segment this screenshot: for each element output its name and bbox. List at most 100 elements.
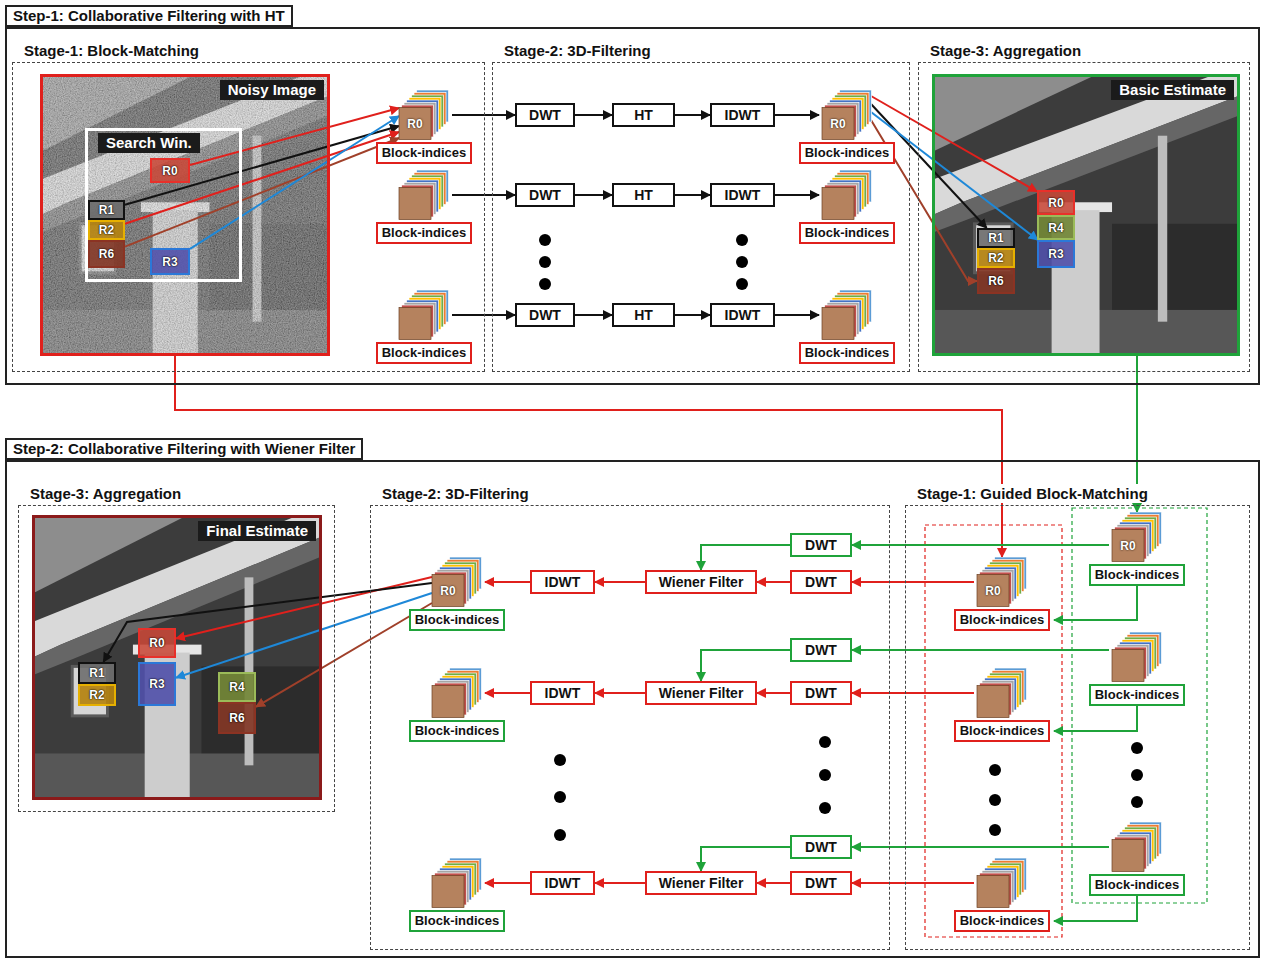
ellipsis-dot [736,234,748,246]
connector-arrow [485,581,530,583]
connector-arrow [701,847,790,871]
image-panel: Final EstimateR0R1R3R4R2R6 [32,515,322,800]
connector-arrow [852,882,974,884]
stack-icon [429,557,485,607]
block-indices-label: Block-indices [376,142,473,164]
process-label: HT [634,307,653,323]
process-box: IDWT [530,871,595,895]
ellipsis-dot [539,256,551,268]
ellipsis-dot [539,278,551,290]
process-box: Wiener Filter [645,570,757,594]
block-indices-label: Block-indices [799,342,896,364]
ellipsis-dot [554,754,566,766]
stack-layer [977,686,1009,718]
block-region: R0 [1037,190,1075,215]
block-tag: R0 [399,108,431,140]
ellipsis-dot [989,764,1001,776]
connector-arrow [871,112,1038,240]
block-stack-figure: R0 [1109,512,1165,562]
block-stack-figure [396,170,452,220]
process-label: Wiener Filter [659,574,744,590]
block-tag: R0 [432,575,464,607]
region-label: R6 [99,247,114,261]
stage-box: Stage-1: Guided Block-MatchingR0Block-in… [905,505,1250,950]
connector-arrow [757,882,790,884]
region-label: R3 [1048,247,1063,261]
image-panel: Basic EstimateR0R4R1R3R2R6 [932,74,1240,356]
connector-arrow [757,581,790,583]
stage-box: Stage-3: AggregationBasic EstimateR0R4R1… [918,62,1250,372]
connector-arrow [871,96,1037,192]
block-indices-label: Block-indices [954,910,1051,932]
connector-arrow [871,104,987,228]
connector-arrow [701,650,790,681]
process-label: HT [634,187,653,203]
block-stack: R0Block-indices [795,90,899,164]
block-indices-label: Block-indices [409,609,506,631]
process-box: Wiener Filter [645,871,757,895]
block-stack-figure [974,668,1030,718]
region-label: R3 [149,677,164,691]
process-label: DWT [529,187,561,203]
block-region: R1 [88,200,125,220]
block-indices-label: Block-indices [954,720,1051,742]
stage-title: Stage-1: Block-Matching [21,41,202,60]
stack-layer [822,188,854,220]
block-stack: Block-indices [795,290,899,364]
connector-arrow [675,314,710,316]
connector-arrow [852,581,974,583]
connector-arrow [256,603,432,707]
connector-arrow [757,692,790,694]
connector-arrow [595,882,645,884]
ellipsis-dot [819,736,831,748]
block-region: R1 [977,228,1015,248]
step-title: Step-1: Collaborative Filtering with HT [5,5,293,27]
region-label: R2 [99,223,114,237]
process-box: DWT [790,533,852,557]
connector-arrow [852,846,1109,848]
stack-layer [399,108,431,140]
stack-icon [396,290,452,340]
ellipsis-dot [736,256,748,268]
ellipsis-dot [819,769,831,781]
stage-title: Stage-2: 3D-Filtering [379,484,532,503]
ellipsis-dot [554,791,566,803]
block-stack: Block-indices [405,858,509,932]
block-stack: Block-indices [372,170,476,244]
stack-layer [432,686,464,718]
block-stack-figure [974,858,1030,908]
stack-icon [974,557,1030,607]
process-label: DWT [805,685,837,701]
block-stack-figure [396,290,452,340]
search-window: Search Win.R0R1R2R6R3 [85,128,242,282]
block-indices-label: Block-indices [799,222,896,244]
region-label: R1 [99,203,114,217]
connector-arrow [485,882,530,884]
process-box: IDWT [530,681,595,705]
block-region: R6 [218,702,256,734]
block-stack-figure: R0 [429,557,485,607]
region-label: R1 [988,231,1003,245]
block-region: R6 [88,240,125,268]
region-label: R1 [89,666,104,680]
connector-arrow [852,692,974,694]
block-region: R4 [1037,215,1075,240]
image-label: Final Estimate [198,521,316,541]
process-box: HT [612,103,675,127]
ellipsis-dot [1131,742,1143,754]
process-box: DWT [790,570,852,594]
ellipsis-dot [819,802,831,814]
block-stack: Block-indices [795,170,899,244]
block-tag: R0 [977,575,1009,607]
region-label: R4 [229,680,244,694]
block-stack: Block-indices [372,290,476,364]
ellipsis-dot [554,829,566,841]
process-label: DWT [529,107,561,123]
process-box: DWT [515,183,575,207]
connector-arrow [852,544,1109,546]
region-label: R3 [162,255,177,269]
connector-arrow [775,114,819,116]
region-label: R0 [162,164,177,178]
process-label: DWT [805,574,837,590]
block-stack-figure: R0 [974,557,1030,607]
